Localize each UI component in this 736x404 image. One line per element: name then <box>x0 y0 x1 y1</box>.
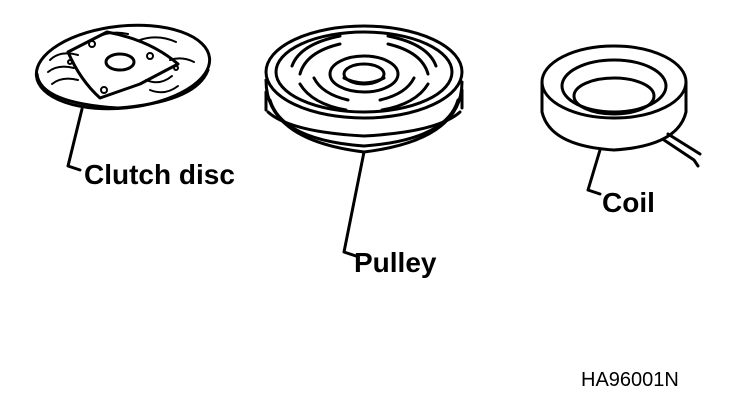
coil-illustration <box>540 44 702 168</box>
figure-code: HA96001N <box>581 369 679 391</box>
clutch-disc-illustration <box>34 23 212 111</box>
clutch-disc-leader-line <box>66 107 84 172</box>
coil-label: Coil <box>602 187 655 218</box>
pulley-illustration <box>264 24 464 154</box>
coil-leader-line <box>586 148 602 196</box>
pulley-leader-line <box>342 150 366 258</box>
clutch-disc-label: Clutch disc <box>84 159 235 190</box>
pulley-label: Pulley <box>354 247 437 278</box>
